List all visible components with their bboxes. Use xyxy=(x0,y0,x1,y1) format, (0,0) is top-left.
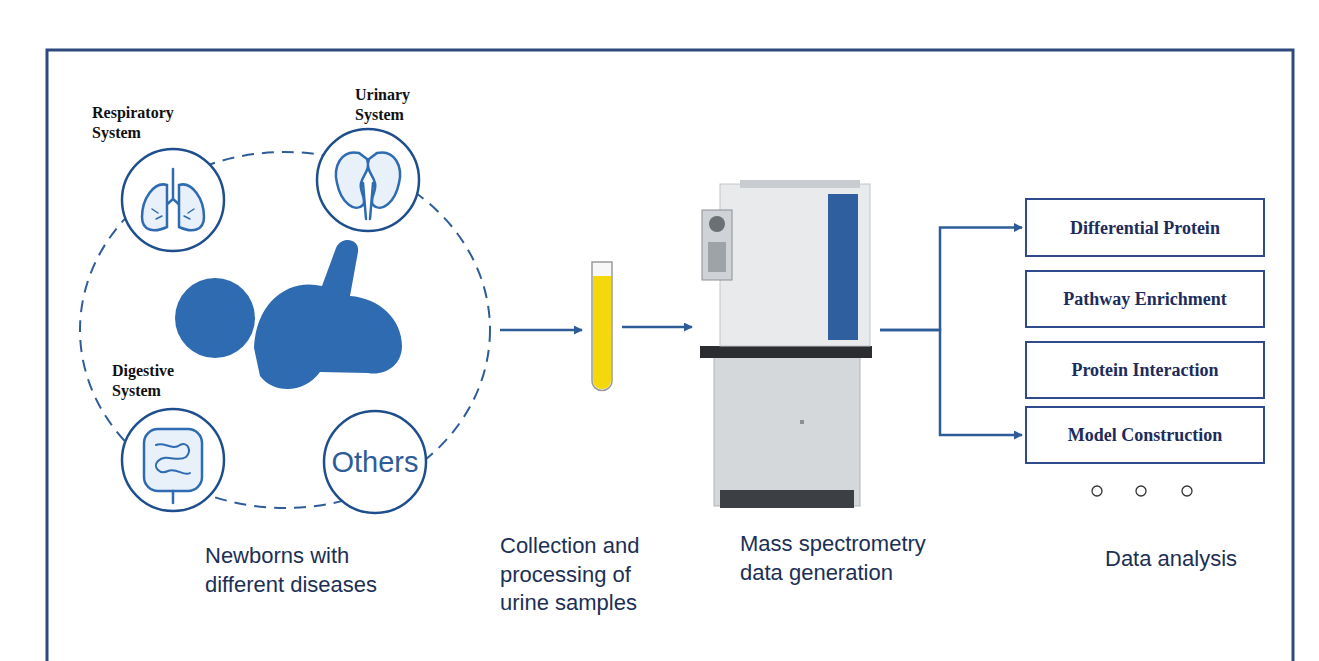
flow-arrow xyxy=(880,228,1022,331)
flow-arrow xyxy=(880,330,1022,435)
outer-border xyxy=(47,50,1293,661)
circle-outline xyxy=(120,407,226,513)
circle-outline xyxy=(315,127,421,233)
system-label: Digestive System xyxy=(112,361,192,401)
analysis-box: Model Construction xyxy=(1025,406,1265,464)
analysis-box: Pathway Enrichment xyxy=(1025,270,1265,328)
stage-caption: Data analysis xyxy=(1105,545,1237,574)
mass-spectrometer: Mass spectrometry data generation xyxy=(700,150,872,510)
system-circle: Respiratory System xyxy=(120,147,226,253)
kidneys-icon xyxy=(336,152,400,219)
system-circle: Digestive System xyxy=(120,407,226,513)
lungs-icon xyxy=(142,169,204,230)
circle-label: Others xyxy=(322,446,428,479)
flow-arrow xyxy=(500,329,582,332)
tube-outline xyxy=(590,262,614,392)
flow-arrow xyxy=(622,326,692,329)
intestine-icon xyxy=(144,429,202,503)
urine-tube: Collection and processing of urine sampl… xyxy=(590,262,614,392)
system-circle: Others xyxy=(322,409,428,515)
system-label: Urinary System xyxy=(355,85,435,125)
box-label: Differential Protein xyxy=(1027,217,1263,238)
circle-outline xyxy=(120,147,226,253)
box-label: Protein Interaction xyxy=(1027,360,1263,381)
stage-caption: Newborns with different diseases xyxy=(205,542,420,599)
system-label: Respiratory System xyxy=(92,103,197,143)
baby-silhouette xyxy=(175,240,402,389)
stage-caption: Collection and processing of urine sampl… xyxy=(500,532,680,618)
box-label: Pathway Enrichment xyxy=(1027,289,1263,310)
analysis-box: Protein Interaction xyxy=(1025,341,1265,399)
spec-outline xyxy=(700,150,872,510)
more-dots xyxy=(1092,486,1192,496)
box-label: Model Construction xyxy=(1027,425,1263,446)
newborn-group: Newborns with different diseasesRespirat… xyxy=(78,150,492,510)
analysis-box: Differential Protein xyxy=(1025,198,1265,257)
stage-caption: Mass spectrometry data generation xyxy=(740,530,930,587)
system-circle: Urinary System xyxy=(315,127,421,233)
